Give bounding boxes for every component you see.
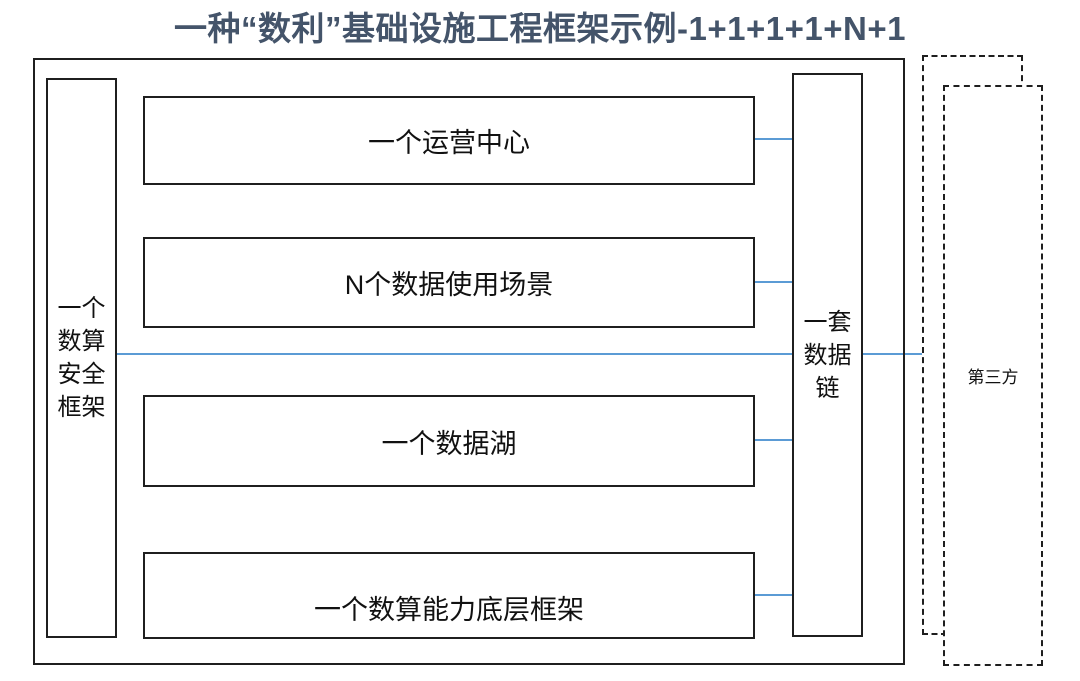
data-usage-scenarios-label: N个数据使用场景 bbox=[344, 270, 554, 300]
security-framework-box: 一个 数算 安全 框架 bbox=[46, 78, 117, 638]
third-party-box: 第三方 bbox=[943, 85, 1043, 666]
connector-scenarios-to-datachain bbox=[755, 281, 792, 283]
operations-center-label: 一个运营中心 bbox=[368, 128, 530, 158]
security-framework-label-line2: 数算 bbox=[57, 328, 106, 355]
computing-capability-framework-box: 一个数算能力底层框架 bbox=[143, 552, 755, 639]
security-framework-label-line3: 安全 bbox=[57, 361, 106, 388]
security-framework-label-line1: 一个 bbox=[57, 295, 106, 322]
data-lake-label: 一个数据湖 bbox=[381, 428, 517, 459]
operations-center-box: 一个运营中心 bbox=[143, 96, 755, 185]
data-lake-box: 一个数据湖 bbox=[143, 395, 755, 487]
main-horizontal-connector-line bbox=[117, 353, 923, 355]
security-framework-label-line4: 框架 bbox=[57, 394, 106, 421]
outer-frame-box bbox=[33, 58, 905, 665]
data-chain-label-line1: 一套 bbox=[803, 308, 852, 336]
computing-capability-framework-label: 一个数算能力底层框架 bbox=[314, 595, 584, 625]
data-chain-box: 一套 数据 链 bbox=[792, 73, 863, 637]
data-chain-label-line3: 链 bbox=[815, 374, 840, 402]
connector-datalake-to-datachain bbox=[755, 439, 792, 441]
diagram-title: 一种“数利”基础设施工程框架示例-1+1+1+1+N+1 bbox=[174, 10, 906, 47]
connector-operations-to-datachain bbox=[755, 138, 792, 140]
data-chain-label-line2: 数据 bbox=[803, 341, 852, 369]
third-party-label: 第三方 bbox=[967, 368, 1019, 387]
data-usage-scenarios-box: N个数据使用场景 bbox=[143, 237, 755, 328]
connector-computing-to-datachain bbox=[755, 594, 792, 596]
